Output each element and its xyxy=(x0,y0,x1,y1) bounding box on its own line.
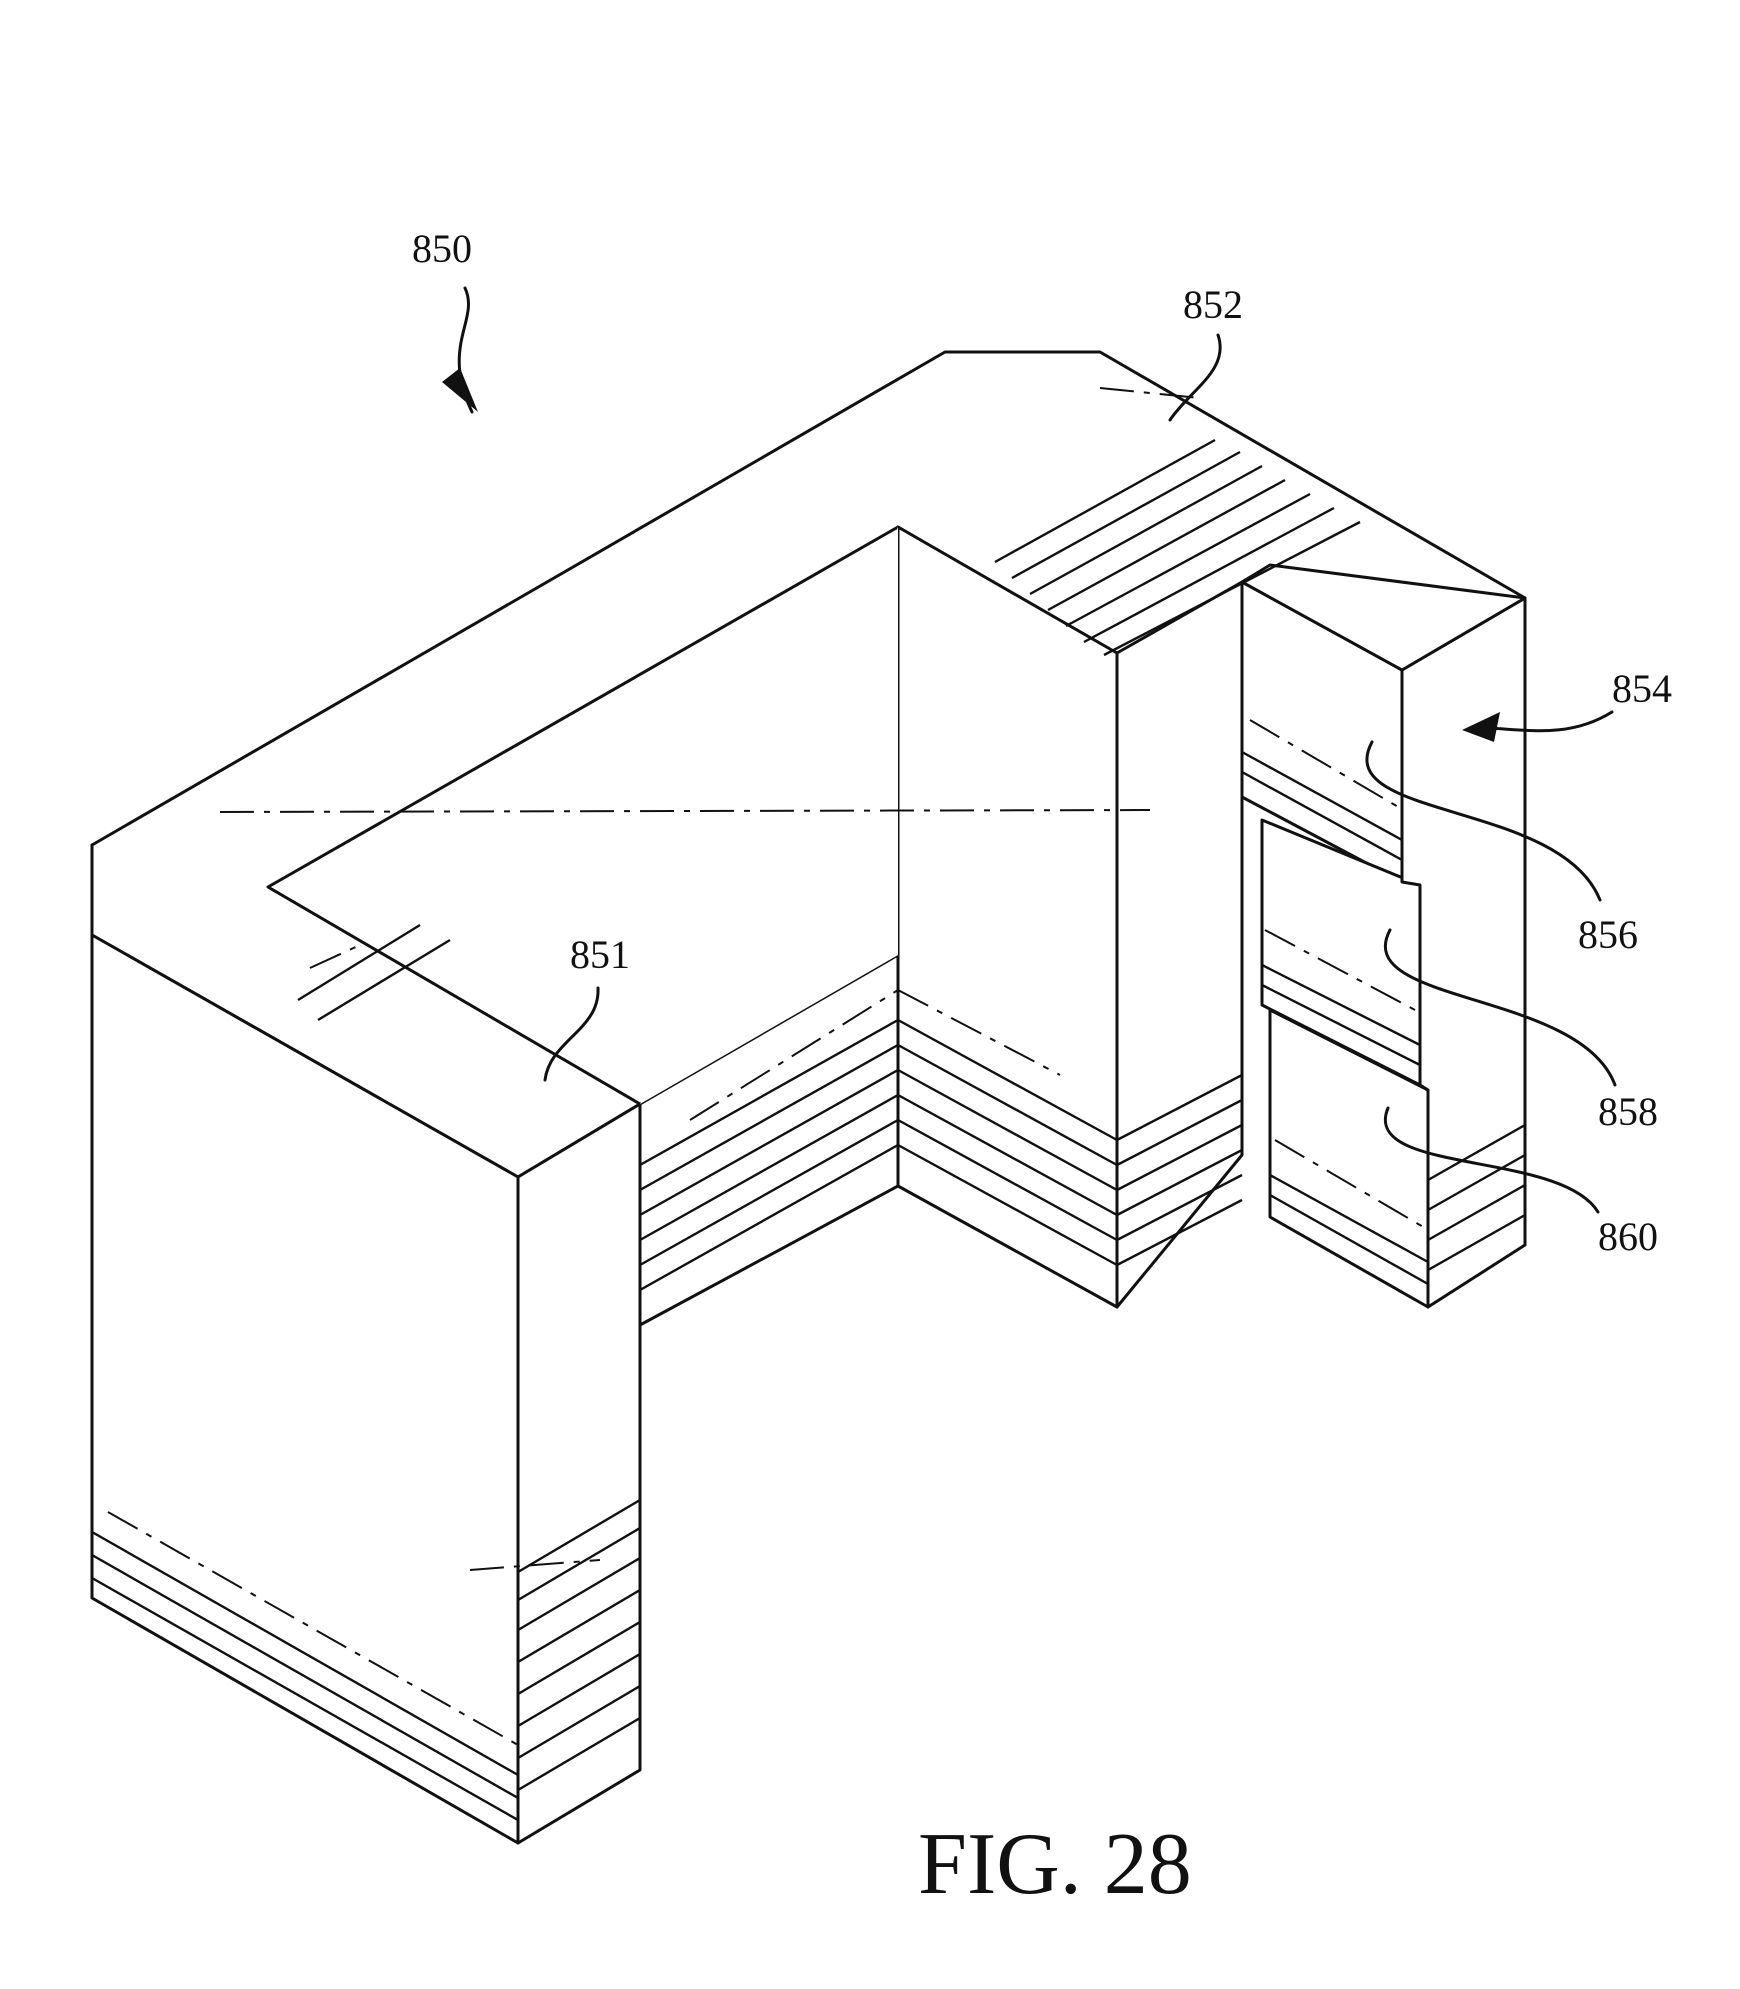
ref-850-arrowhead xyxy=(442,368,478,412)
ref-854-label: 854 xyxy=(1612,666,1672,711)
ref-850-label: 850 xyxy=(412,226,472,271)
figure-title: FIG. 28 xyxy=(918,1816,1192,1913)
ref-858-label: 858 xyxy=(1598,1089,1658,1134)
ref-856-label: 856 xyxy=(1578,912,1638,957)
center-web-face xyxy=(1117,582,1242,1307)
ref-860-label: 860 xyxy=(1598,1214,1658,1259)
ref-850: 850 xyxy=(412,226,478,412)
front-leg-front-face xyxy=(518,1104,640,1843)
ref-852-label: 852 xyxy=(1183,282,1243,327)
inner-side-wall xyxy=(898,527,1117,1307)
laminated-core xyxy=(92,352,1525,1843)
ref-851-label: 851 xyxy=(570,932,630,977)
